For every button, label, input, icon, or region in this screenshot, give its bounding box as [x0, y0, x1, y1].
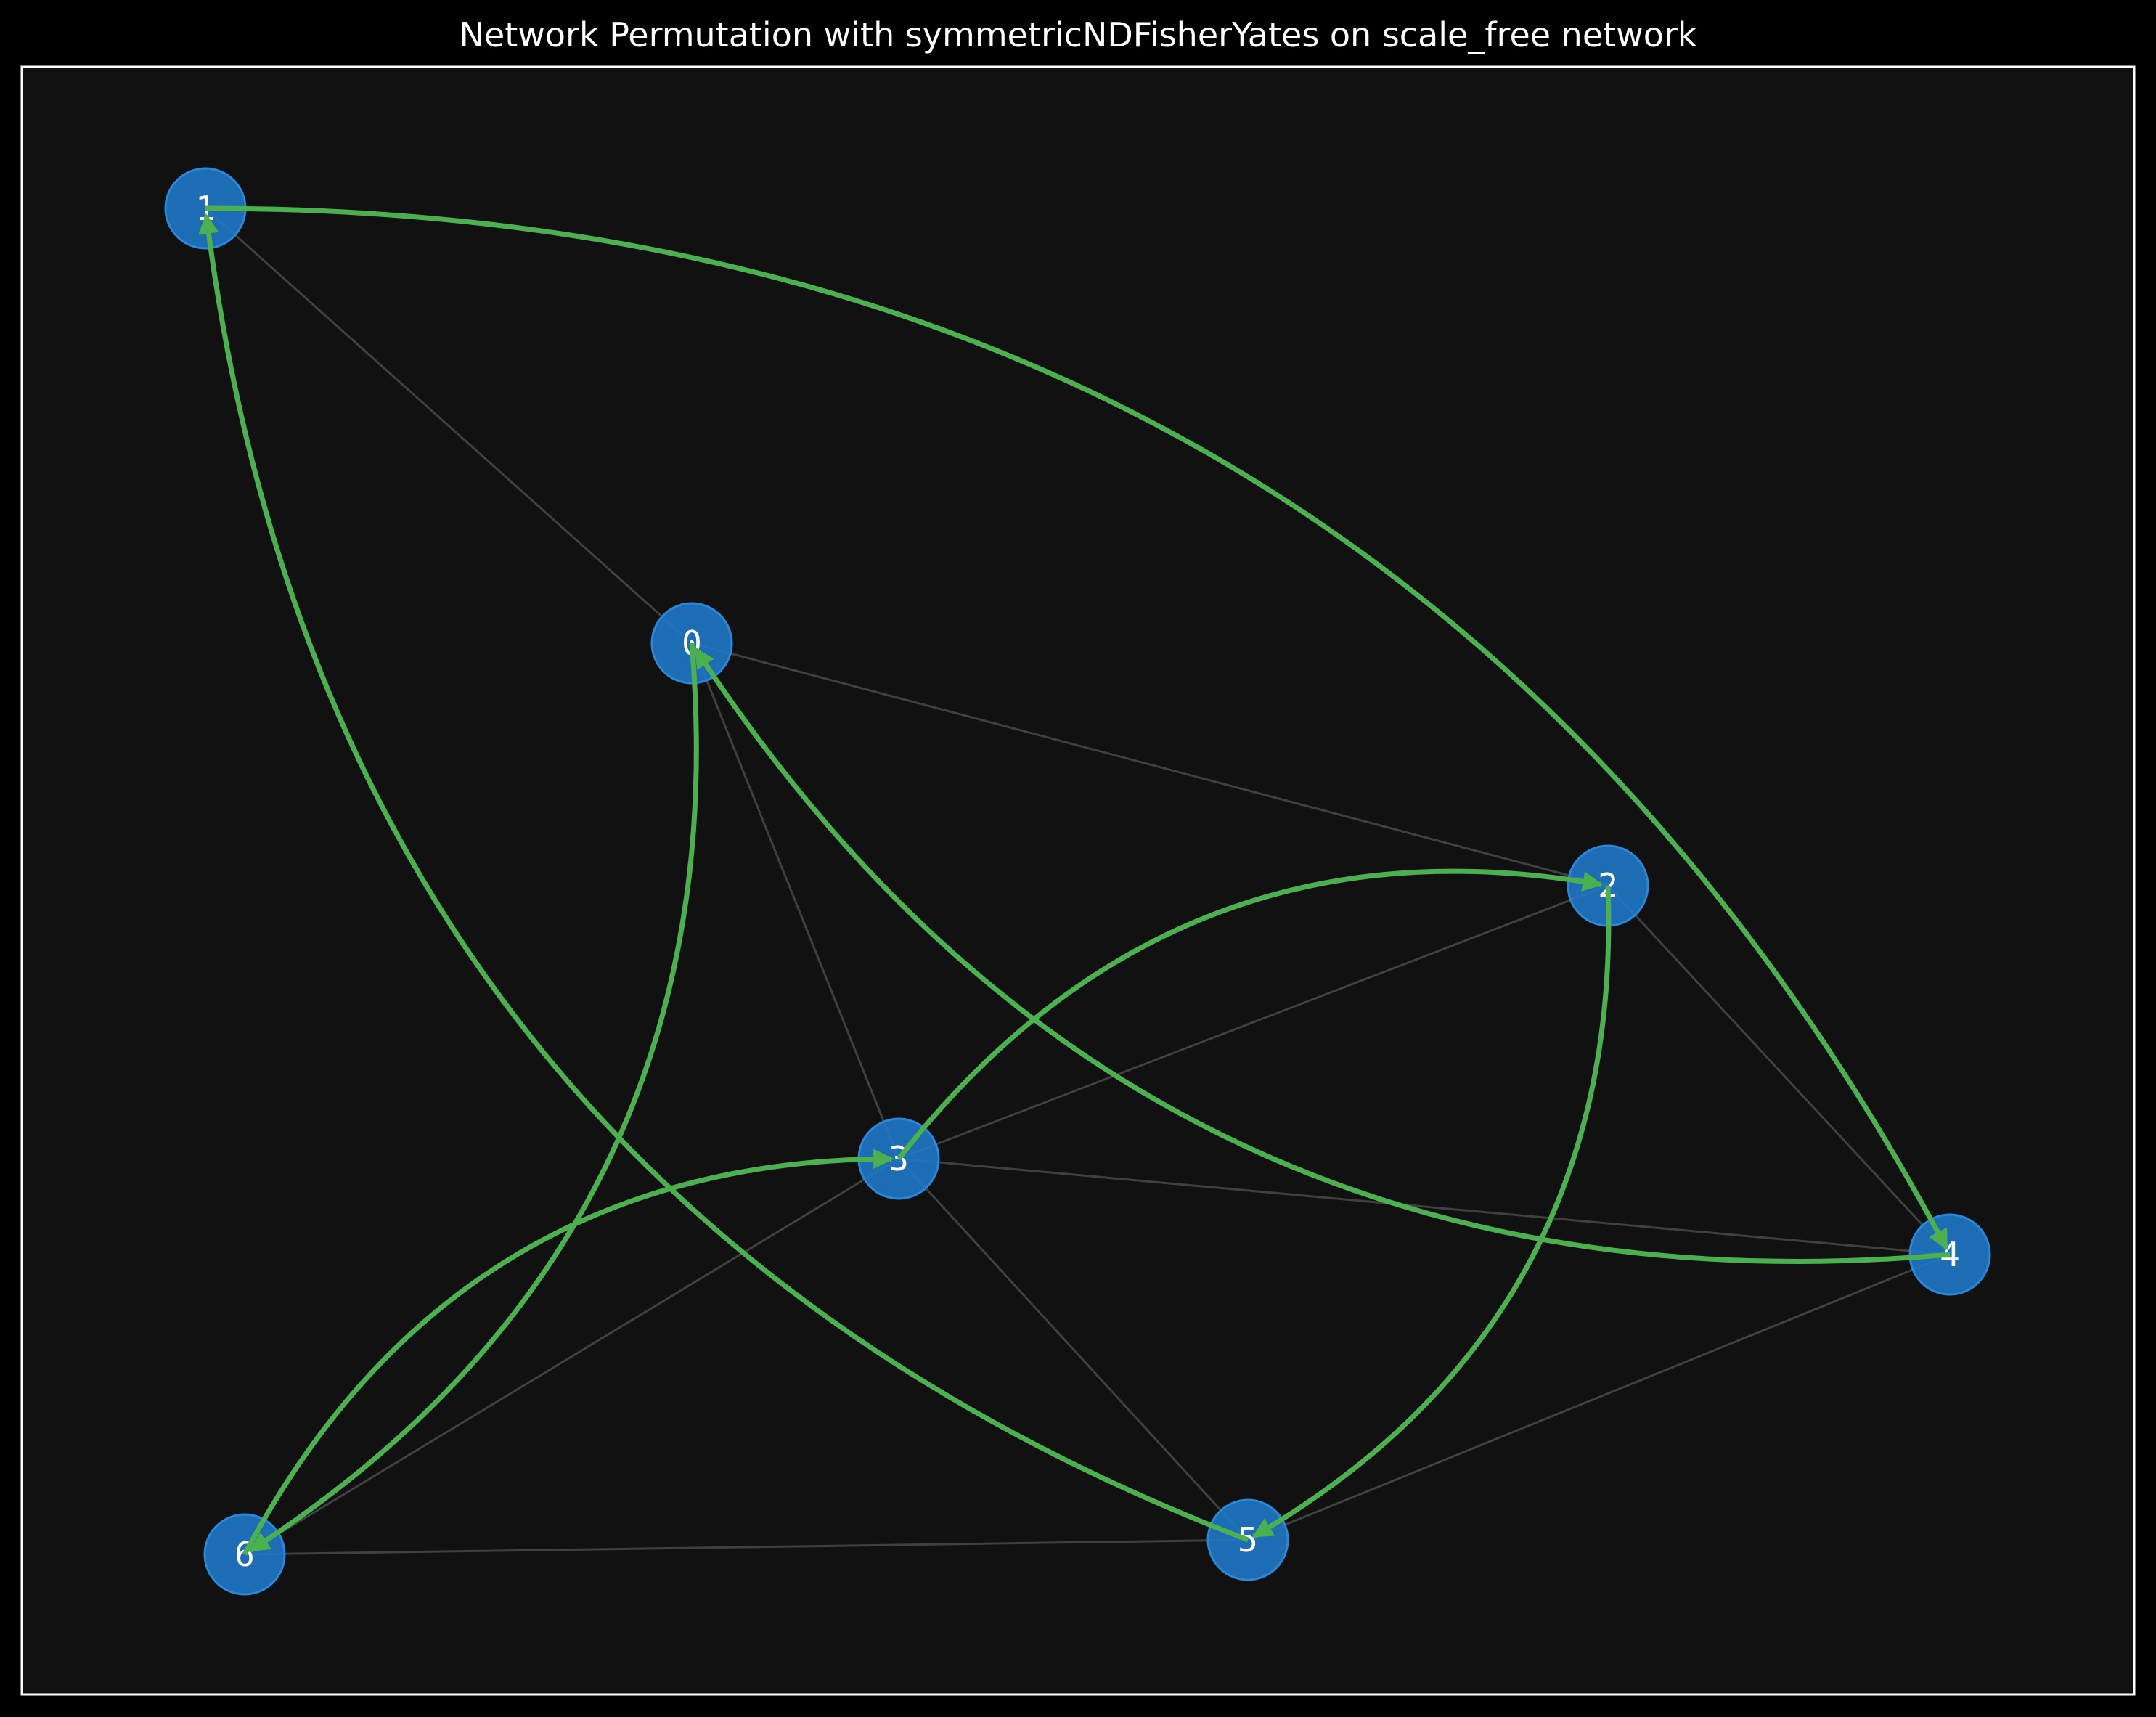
- edge-0-3: [690, 643, 900, 1159]
- edge-3-4: [898, 1157, 1951, 1256]
- edge-2-4: [1606, 884, 1951, 1256]
- edge-5-6: [244, 1538, 1249, 1556]
- perm-arrow-4-to-0: [693, 647, 1951, 1264]
- perm-arrow-0-to-6: [248, 643, 699, 1553]
- perm-arrow-6-to-3: [242, 1149, 894, 1556]
- edge-3-6: [244, 1157, 899, 1556]
- perm-arrow-3-to-2: [897, 868, 1604, 1161]
- edge-0-2: [691, 642, 1609, 887]
- edge-2-3: [898, 884, 1609, 1160]
- perm-arrow-1-to-4: [205, 205, 1949, 1250]
- perm-arrow-5-to-1: [198, 213, 1249, 1543]
- graph-edges: [205, 207, 1951, 1556]
- figure-title: Network Permutation with symmetricNDFish…: [460, 15, 1697, 54]
- edge-0-1: [205, 207, 693, 645]
- edge-4-5: [1247, 1253, 1951, 1541]
- perm-arrow-2-to-5: [1251, 885, 1612, 1539]
- permutation-arrows: [198, 205, 1951, 1556]
- plot-panel: [20, 65, 2136, 1696]
- edge-3-5: [897, 1157, 1249, 1541]
